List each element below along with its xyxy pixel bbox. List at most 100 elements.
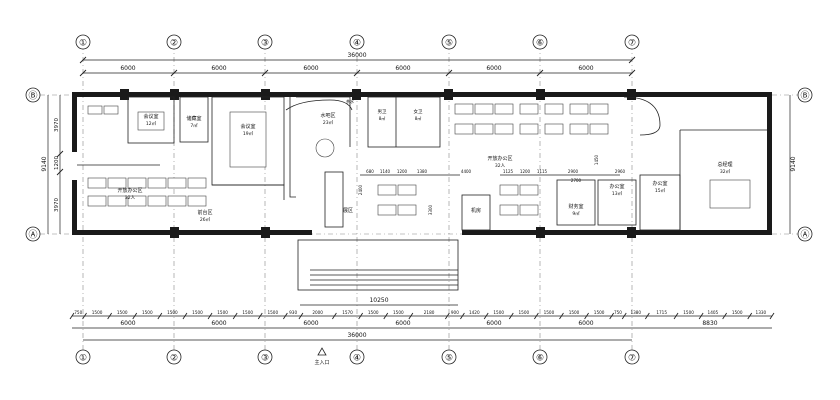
dim-tick: [644, 312, 650, 320]
room-name: 财务室: [568, 203, 583, 210]
room-area: 19㎡: [243, 130, 254, 137]
dim-tick: [257, 312, 263, 320]
dim-span: 6000: [395, 320, 410, 327]
dim-segment: 1715: [656, 310, 667, 315]
dim-segment: 1500: [493, 310, 504, 315]
room-name: 男卫: [378, 109, 387, 115]
room-area: 13㎡: [612, 190, 623, 197]
dim-segment: 1500: [594, 310, 605, 315]
dim-tick: [408, 312, 414, 320]
room-name: 开放办公区: [117, 187, 142, 194]
dim-span: 6000: [303, 320, 318, 327]
dim-tick: [621, 312, 627, 320]
dim-tick: [673, 312, 679, 320]
room-name: 茶水: [346, 98, 354, 104]
dim-segment: 1500: [242, 310, 253, 315]
interior-dim: 1125: [503, 169, 514, 174]
room-name: 办公室: [652, 180, 667, 187]
room-area: 8㎡: [415, 115, 422, 121]
dim-segment: 1500: [544, 310, 555, 315]
dim-segment: 1500: [683, 310, 694, 315]
dim-span: 6000: [211, 65, 226, 72]
room-area: 7㎡: [190, 122, 198, 129]
grid-col-label: ⑤: [445, 39, 453, 49]
dim-tick: [769, 312, 775, 320]
dim-segment: 2180: [424, 310, 435, 315]
dim-segment: 1500: [192, 310, 203, 315]
room-name: 开放办公区: [487, 155, 512, 162]
dim-segment: 1500: [732, 310, 743, 315]
room-area: 23㎡: [323, 119, 334, 126]
room-area: 8㎡: [379, 115, 386, 121]
dim-tick: [534, 312, 539, 320]
room-area: 26㎡: [200, 216, 211, 223]
dim-segment: 1500: [217, 310, 228, 315]
grid-col-label: ⑤: [445, 354, 453, 364]
dim-total-top: 36000: [347, 52, 366, 59]
dim-segment: 1500: [167, 310, 178, 315]
interior-dimensions: 680 1140 1200 1380 4400 1125 1200 1115 2…: [358, 154, 626, 215]
grid-col-label: ⑦: [628, 354, 636, 364]
dim-span: 6000: [578, 65, 593, 72]
dim-span: 6000: [486, 65, 501, 72]
grid-row-label: Ⓐ: [800, 230, 809, 241]
dim-tick: [460, 312, 465, 320]
dim-span: 6000: [120, 65, 135, 72]
room-name: 前台区: [197, 209, 212, 216]
room-name: 办公室: [609, 183, 624, 190]
interior-dim: 2700: [571, 178, 582, 183]
dim-tick: [157, 312, 163, 320]
dim-tick: [747, 312, 753, 320]
dim-segment: 750: [614, 310, 622, 315]
bottom-grid-bubbles: ① ② ③ ④ ⑤ ⑥ ⑦: [75, 349, 640, 365]
dim-tick: [82, 312, 87, 320]
furniture: [87, 103, 751, 216]
dim-tick: [383, 312, 389, 320]
dim-segment: 1420: [469, 310, 480, 315]
interior-dim: 1115: [537, 169, 548, 174]
dim-segment: 2000: [312, 310, 323, 315]
dim-tick: [559, 312, 564, 320]
dim-tick: [232, 312, 238, 320]
dim-span: 6000: [486, 320, 501, 327]
room-name: 会议室: [240, 123, 255, 130]
grid-col-label: ②: [170, 354, 178, 364]
dim-segment: 900: [451, 310, 459, 315]
dim-tick: [132, 312, 138, 320]
grid-col-label: ④: [353, 354, 361, 364]
dim-segment: 1500: [393, 310, 404, 315]
room-name: 总经理: [717, 161, 732, 168]
entrance-label: 主入口: [314, 359, 329, 366]
grid-col-label: ③: [261, 354, 269, 364]
room-area: 32人: [495, 163, 506, 169]
grid-row-label: Ⓐ: [28, 230, 37, 241]
dim-segment: 1500: [267, 310, 278, 315]
dim-segment: 1500: [368, 310, 379, 315]
dim-tick: [609, 312, 615, 320]
interior-dim: 1140: [380, 169, 391, 174]
interior-dim: 1450: [594, 154, 599, 165]
grid-col-label: ②: [170, 39, 178, 49]
dim-tick: [722, 312, 728, 320]
entrance-marker: 主入口: [314, 347, 330, 366]
dim-segment: 1570: [342, 310, 353, 315]
dim-tick: [508, 312, 514, 320]
grid-row-label: Ⓑ: [28, 91, 37, 102]
dim-tick: [483, 312, 489, 320]
grid-col-label: ⑥: [536, 39, 544, 49]
top-dimensions: 36000 6000 6000 6000 6000 6000 6000: [79, 52, 636, 77]
dim-tick: [584, 312, 589, 320]
room-name: 水吧区: [320, 112, 335, 119]
interior-dim: 1200: [397, 169, 408, 174]
room-area: 32㎡: [720, 168, 731, 175]
interior-dim: 1200: [520, 169, 531, 174]
dim-span: 6000: [120, 320, 135, 327]
dim-span: 6000: [578, 320, 593, 327]
dim-span: 6000: [211, 320, 226, 327]
dim-segment: 1330: [756, 310, 767, 315]
dim-left-part: 3970: [54, 198, 60, 212]
side-dimensions: 9140 3970 1200 3970 9140: [41, 95, 797, 234]
dim-left-part: 1200: [54, 156, 60, 170]
